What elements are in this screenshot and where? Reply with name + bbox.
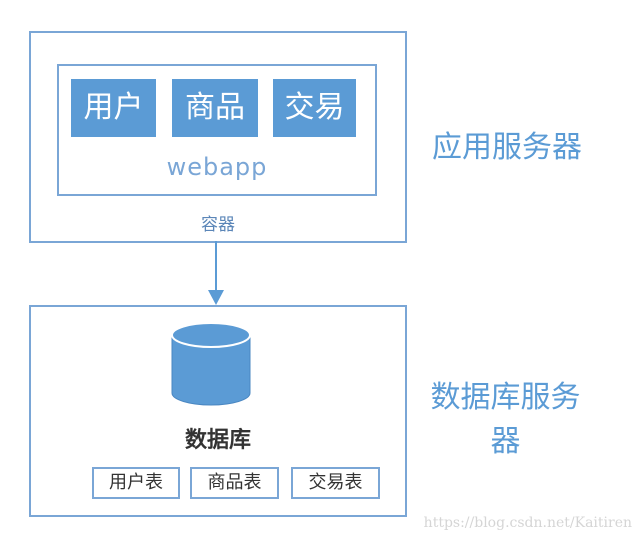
- webapp-label: webapp: [166, 153, 268, 181]
- table-goods: 商品表: [190, 467, 279, 499]
- arrow-down-icon: [208, 241, 224, 305]
- app-server-label: 应用服务器: [432, 130, 582, 165]
- database-label: 数据库: [184, 428, 251, 453]
- module-user: 用户: [71, 79, 156, 137]
- module-trade: 交易: [273, 79, 356, 137]
- database-icon: [171, 322, 251, 406]
- module-goods: 商品: [172, 79, 258, 137]
- container-label: 容器: [201, 215, 235, 235]
- table-trade: 交易表: [291, 467, 380, 499]
- watermark: https://blog.csdn.net/Kaitiren: [423, 515, 632, 531]
- db-server-label: 数据库服务器: [430, 380, 581, 459]
- table-user: 用户表: [92, 467, 180, 499]
